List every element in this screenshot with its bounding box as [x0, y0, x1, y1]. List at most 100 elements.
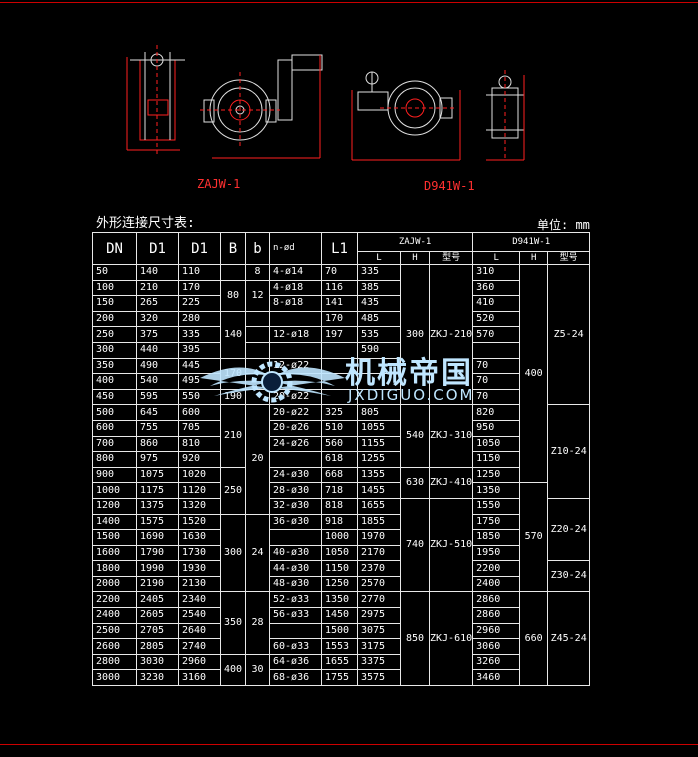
cell-dn: 150 [92, 295, 137, 312]
cell-d1b: 2640 [178, 622, 221, 640]
cell-zajw-model: ZKJ-210 [428, 263, 474, 406]
cell-zajw-l [357, 373, 401, 390]
cell-d1a: 3230 [136, 669, 179, 687]
cell-d1a: 2405 [136, 591, 179, 609]
cell-d1b: 1630 [178, 529, 221, 546]
cell-b-upper: 80 [220, 279, 246, 312]
cell-d941-l: 820 [472, 404, 521, 421]
cell-nd: 12-ø22 [269, 357, 322, 375]
cell-zajw-l: 535 [357, 326, 401, 343]
cell-nd [269, 622, 322, 640]
cell-zajw-l: 2370 [357, 560, 401, 577]
cell-d1a: 755 [136, 419, 179, 437]
cell-zajw-l: 1155 [357, 435, 401, 453]
cell-dn: 450 [92, 388, 137, 406]
cell-zajw-model: ZKJ-510 [428, 497, 474, 593]
cell-d941-l: 1750 [472, 513, 521, 531]
cell-l1: 1500 [321, 622, 358, 640]
cell-zajw-h: 740 [400, 497, 430, 593]
cell-d941-model: Z10-24 [547, 404, 591, 499]
header-d941-l: L [472, 251, 521, 265]
cell-d1a: 1175 [136, 482, 179, 499]
cell-l1: 1655 [321, 653, 358, 671]
cell-d1a: 320 [136, 310, 179, 328]
cell-b-upper: 300 [220, 513, 246, 593]
cell-zajw-l: 1355 [357, 466, 401, 484]
header-zajw: ZAJW-1 [356, 232, 474, 252]
cell-nd: 20-ø22 [269, 388, 322, 406]
cell-l1: 1000 [321, 529, 358, 546]
cell-d1b: 1930 [178, 560, 221, 577]
cell-d941-l: 1850 [472, 529, 521, 546]
cell-d941-l: 310 [472, 264, 521, 281]
cell-dn: 2000 [92, 575, 137, 593]
cell-nd: 20-ø26 [269, 419, 322, 437]
cell-nd: 12-ø18 [269, 326, 322, 343]
cell-d1a: 2605 [136, 607, 179, 624]
cell-b-lower: 8 [245, 264, 270, 281]
cell-d941-l: 410 [472, 295, 521, 312]
cell-l1: 1350 [321, 591, 358, 609]
cell-l1: 70 [321, 264, 358, 281]
header-l1: L1 [321, 232, 358, 265]
cell-d941-l: 70 [472, 388, 521, 406]
cell-d1b: 1020 [178, 466, 221, 484]
cell-d1a: 440 [136, 341, 179, 359]
cell-zajw-l: 805 [357, 404, 401, 421]
cell-nd: 24-ø30 [269, 466, 322, 484]
cell-zajw-l: 435 [357, 295, 401, 312]
d941-side-view [486, 70, 525, 161]
cell-d941-model: Z45-24 [547, 591, 591, 687]
valve-drawings [126, 45, 525, 161]
cell-d1b: 2340 [178, 591, 221, 609]
cell-d1a: 375 [136, 326, 179, 343]
cell-nd: 40-ø30 [269, 544, 322, 562]
cell-d1b: 550 [178, 388, 221, 406]
cell-d1a: 975 [136, 451, 179, 468]
cell-zajw-l: 1455 [357, 482, 401, 499]
cell-nd [269, 529, 322, 546]
cell-d941-h: 400 [519, 263, 549, 484]
cell-l1: 1755 [321, 669, 358, 687]
cell-b-upper: 250 [220, 466, 246, 515]
cell-d1a: 595 [136, 388, 179, 406]
cell-nd [269, 451, 322, 468]
cell-d1b: 335 [178, 326, 221, 343]
cell-nd: 36-ø30 [269, 513, 322, 531]
cell-d941-l: 2960 [472, 622, 521, 640]
cell-d941-l: 2400 [472, 575, 521, 593]
cell-dn: 300 [92, 341, 137, 359]
cell-zajw-l: 1055 [357, 419, 401, 437]
cell-nd: 8-ø18 [269, 295, 322, 312]
cell-d941-model: Z30-24 [547, 560, 591, 593]
cell-d941-l: 1250 [472, 466, 521, 484]
unit-label: 单位: mm [537, 218, 590, 232]
d941-front-view [351, 71, 461, 161]
cell-dn: 2600 [92, 638, 137, 655]
cell-nd: 48-ø30 [269, 575, 322, 593]
cell-d1a: 2705 [136, 622, 179, 640]
header-d941: D941W-1 [472, 232, 591, 252]
cell-d1b: 1730 [178, 544, 221, 562]
zajw-side-view [126, 45, 185, 155]
cell-d941-l: 1050 [472, 435, 521, 453]
cell-d941-h: 570 [519, 482, 549, 593]
cell-b-upper: 210 [220, 404, 246, 468]
caption-zajw: ZAJW-1 [197, 177, 241, 191]
header-zajw-model: 型号 [428, 251, 474, 265]
cell-l1: 197 [321, 326, 358, 343]
cell-b-lower-empty [245, 388, 270, 406]
